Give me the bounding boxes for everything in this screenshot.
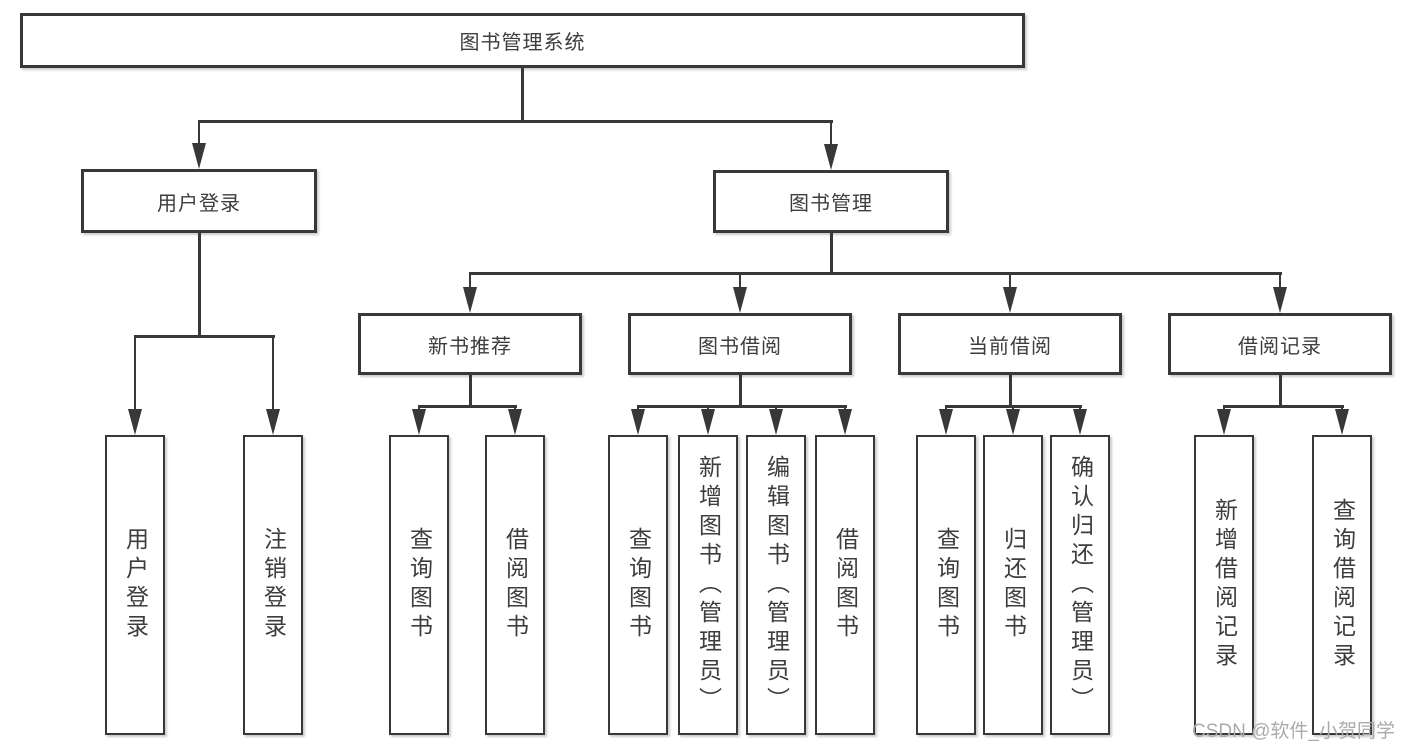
node-label: 新书推荐 xyxy=(428,335,512,358)
connector-arrow-down xyxy=(192,122,206,169)
connector-arrow-down xyxy=(412,407,426,435)
connector-line xyxy=(418,405,517,408)
node-label: 当前借阅 xyxy=(968,335,1052,358)
connector-line xyxy=(830,232,833,274)
leaf-edit-books-admin: 编辑图书（管理员） xyxy=(746,435,806,735)
node-label: 确认归还（管理员） xyxy=(1067,454,1094,716)
connector-line xyxy=(198,232,201,337)
connector-arrow-down xyxy=(701,407,715,435)
leaf-borrow-books-borrowing: 借阅图书 xyxy=(815,435,875,735)
node-new-book-recommendation: 新书推荐 xyxy=(358,313,582,375)
connector-line xyxy=(739,374,742,407)
node-user-login-branch: 用户登录 xyxy=(81,169,317,233)
connector-arrow-down xyxy=(733,274,747,313)
node-book-borrowing: 图书借阅 xyxy=(628,313,852,375)
connector-arrow-down xyxy=(128,337,142,435)
node-current-borrowing: 当前借阅 xyxy=(898,313,1122,375)
node-book-management: 图书管理 xyxy=(713,170,949,233)
node-label: 编辑图书（管理员） xyxy=(763,454,790,716)
leaf-user-login: 用户登录 xyxy=(105,435,165,735)
leaf-query-books-borrowing: 查询图书 xyxy=(608,435,668,735)
leaf-return-books: 归还图书 xyxy=(983,435,1043,735)
node-label: 借阅图书 xyxy=(832,527,859,643)
node-label: 查询图书 xyxy=(933,527,960,643)
node-library-management-system: 图书管理系统 xyxy=(20,13,1025,68)
connector-line xyxy=(134,335,275,338)
connector-arrow-down xyxy=(266,337,280,435)
connector-arrow-down xyxy=(463,274,477,313)
node-label: 查询图书 xyxy=(625,527,652,643)
leaf-query-borrow-record: 查询借阅记录 xyxy=(1312,435,1372,735)
connector-arrow-down xyxy=(1335,407,1349,435)
connector-arrow-down xyxy=(939,407,953,435)
leaf-add-borrow-record: 新增借阅记录 xyxy=(1194,435,1254,735)
connector-arrow-down xyxy=(1073,407,1087,435)
connector-line xyxy=(521,68,524,121)
leaf-confirm-return-admin: 确认归还（管理员） xyxy=(1050,435,1110,735)
connector-line xyxy=(637,405,847,408)
node-label: 归还图书 xyxy=(1000,527,1027,643)
node-label: 借阅记录 xyxy=(1238,335,1322,358)
node-label: 新增图书（管理员） xyxy=(695,454,722,716)
node-label: 借阅图书 xyxy=(502,527,529,643)
node-label: 图书管理 xyxy=(789,193,873,215)
connector-line xyxy=(1279,374,1282,407)
connector-arrow-down xyxy=(1217,407,1231,435)
node-label: 用户登录 xyxy=(122,527,149,643)
connector-line xyxy=(469,374,472,407)
node-label: 查询图书 xyxy=(406,527,433,643)
leaf-query-books-current: 查询图书 xyxy=(916,435,976,735)
csdn-watermark: CSDN @软件_小贺同学 xyxy=(1192,721,1395,742)
connector-line xyxy=(1009,374,1012,407)
connector-arrow-down xyxy=(1006,407,1020,435)
node-label: 图书借阅 xyxy=(698,335,782,358)
connector-line xyxy=(945,405,1082,408)
connector-arrow-down xyxy=(838,407,852,435)
node-label: 查询借阅记录 xyxy=(1329,498,1356,672)
connector-line xyxy=(469,272,1282,275)
connector-arrow-down xyxy=(631,407,645,435)
node-borrowing-records: 借阅记录 xyxy=(1168,313,1392,375)
connector-arrow-down xyxy=(508,407,522,435)
node-label: 新增借阅记录 xyxy=(1211,498,1238,672)
leaf-logout: 注销登录 xyxy=(243,435,303,735)
connector-arrow-down xyxy=(824,122,838,170)
leaf-add-books-admin: 新增图书（管理员） xyxy=(678,435,738,735)
node-label: 注销登录 xyxy=(260,527,287,643)
node-label: 用户登录 xyxy=(157,192,241,215)
connector-line xyxy=(1223,405,1344,408)
node-label: 图书管理系统 xyxy=(459,32,586,54)
connector-arrow-down xyxy=(1003,274,1017,313)
leaf-borrow-books-recommend: 借阅图书 xyxy=(485,435,545,735)
connector-arrow-down xyxy=(1273,274,1287,313)
leaf-query-books-recommend: 查询图书 xyxy=(389,435,449,735)
connector-arrow-down xyxy=(769,407,783,435)
connector-line xyxy=(198,120,833,123)
